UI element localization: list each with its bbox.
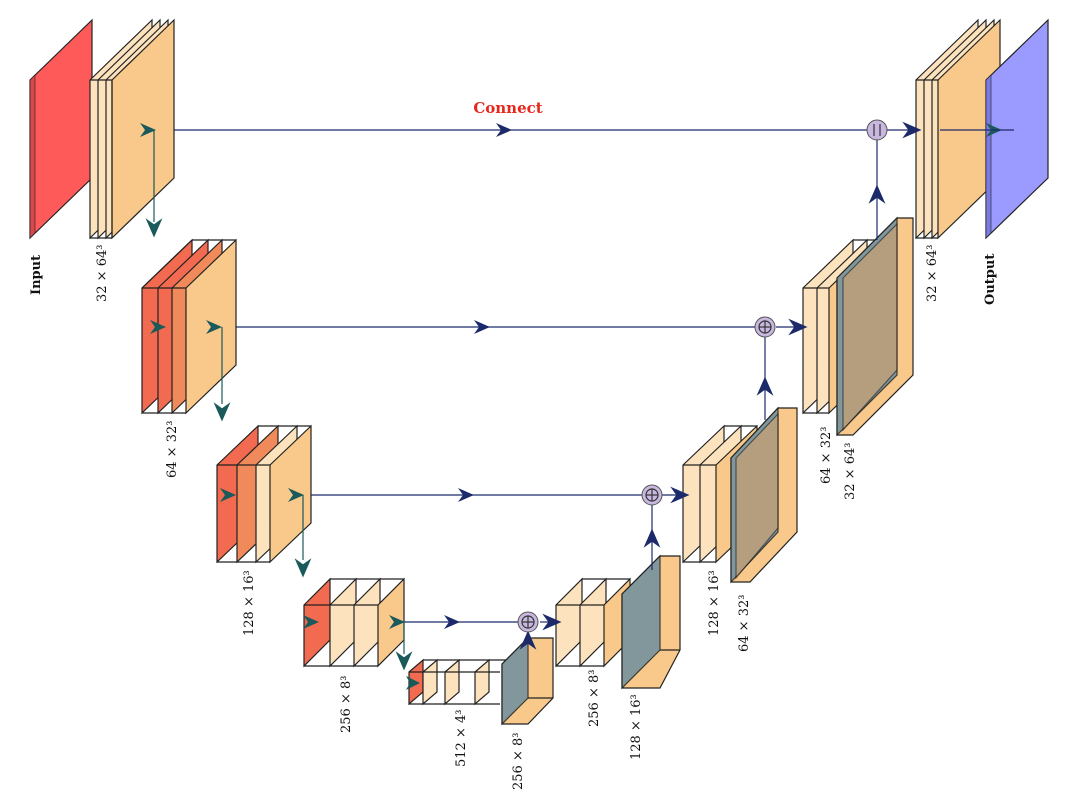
- up4-label: 256 × 8³: [511, 733, 526, 790]
- downsample-arrows: [145, 130, 413, 671]
- enc1-label: 32 × 64³: [95, 245, 110, 302]
- up4-block: [501, 636, 554, 726]
- arrow-head-icon: [496, 123, 512, 137]
- skip-arrowheads: [444, 123, 512, 629]
- enc2-block: [141, 238, 237, 415]
- up2-label: 64 × 32³: [737, 595, 752, 652]
- arrow-head-icon: [458, 488, 474, 502]
- add-node-3: [641, 484, 663, 506]
- bottleneck-label: 512 × 4³: [454, 710, 469, 767]
- connect-label: Connect: [473, 99, 542, 117]
- concat-node-1: [866, 119, 888, 141]
- block-arrows: [140, 123, 1002, 690]
- up3-block: [621, 554, 681, 690]
- up3-label: 128 × 16³: [629, 694, 644, 760]
- arrow-down-icon: [395, 651, 413, 671]
- arrow-right-icon: [206, 320, 222, 334]
- up2-block: [730, 406, 798, 584]
- bottleneck-block: [408, 658, 514, 706]
- arrow-right-icon: [902, 121, 922, 139]
- arrow-down-icon: [294, 558, 312, 578]
- enc1-block: [89, 18, 175, 240]
- dec4-block: [555, 577, 631, 668]
- arrow-right-icon: [140, 123, 156, 137]
- merge-nodes: [517, 119, 888, 633]
- arrow-right-icon: [389, 615, 405, 629]
- enc2-label: 64 × 32³: [165, 421, 180, 478]
- add-node-4: [517, 611, 539, 633]
- dec4-label: 256 × 8³: [587, 670, 602, 727]
- arrow-right-icon: [406, 676, 420, 690]
- up1-label: 32 × 64³: [843, 443, 858, 500]
- enc3-block: [216, 424, 312, 564]
- arrow-right-icon: [788, 318, 808, 336]
- arrow-right-icon: [542, 613, 562, 631]
- input-label: Input: [29, 255, 44, 295]
- dec2-label: 64 × 32³: [819, 427, 834, 484]
- output-label: Output: [983, 254, 998, 305]
- upsample-arrows: [519, 121, 1014, 650]
- add-node-2: [754, 316, 776, 338]
- enc4-label: 256 × 8³: [339, 676, 354, 733]
- dec1-label: 32 × 64³: [925, 245, 940, 302]
- dec3-label: 128 × 16³: [707, 570, 722, 636]
- arrow-right-icon: [220, 488, 236, 502]
- input-layer: [29, 18, 93, 240]
- arrow-up-icon: [756, 376, 774, 396]
- arrow-right-icon: [288, 488, 304, 502]
- enc4-block: [303, 577, 405, 668]
- arrow-up-icon: [868, 184, 886, 204]
- enc3-label: 128 × 16³: [242, 570, 257, 636]
- arrow-up-icon: [643, 528, 661, 548]
- arrow-right-icon: [670, 486, 690, 504]
- dec1-block: [915, 18, 1001, 240]
- arrow-up-icon: [519, 630, 537, 650]
- arrow-right-icon: [303, 615, 319, 629]
- output-layer: [985, 18, 1049, 240]
- arrow-head-icon: [444, 615, 460, 629]
- arrow-down-icon: [145, 218, 163, 238]
- arrow-down-icon: [213, 402, 231, 422]
- arrow-head-icon: [474, 320, 490, 334]
- arrow-right-icon: [150, 320, 166, 334]
